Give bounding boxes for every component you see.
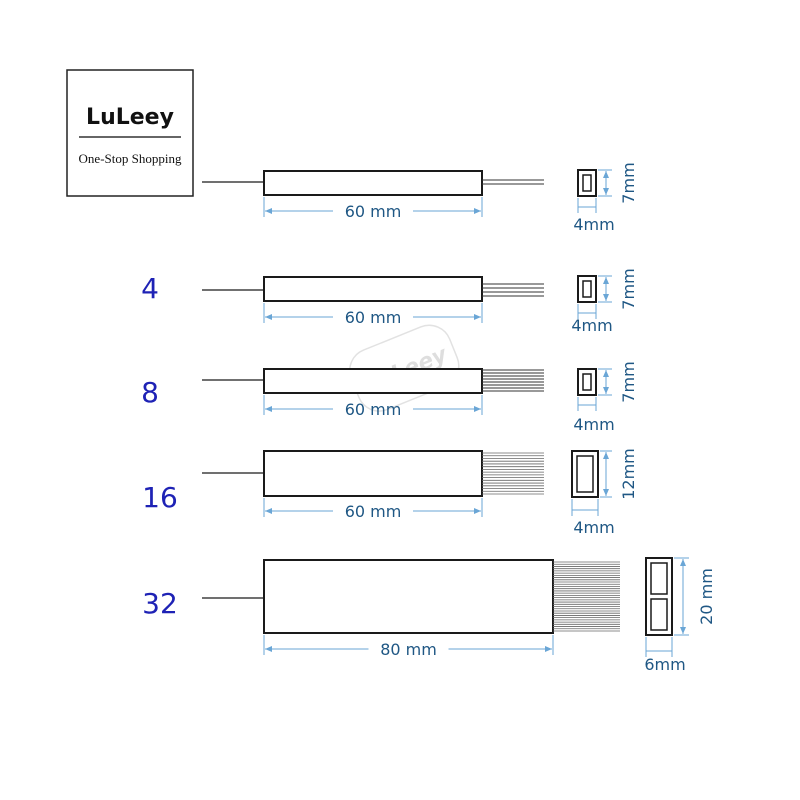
cross-section-cavity [582, 280, 592, 298]
splitter-body [263, 450, 483, 497]
height-dimension-text: 7mm [619, 268, 638, 309]
output-fibers [482, 369, 544, 392]
cross-section-cavity [650, 598, 668, 631]
cross-section-cavity [650, 562, 668, 595]
output-fibers [482, 452, 544, 495]
splitter-row-1: 60 mm 7mm 4mm [202, 162, 638, 234]
cross-section-outline [577, 169, 597, 197]
width-dimension-text: 4mm [573, 518, 614, 537]
cross-section-outline [645, 557, 673, 636]
cross-section-cavity [582, 174, 592, 192]
logo-frame [66, 69, 194, 197]
width-dimension-text: 4mm [571, 316, 612, 335]
splitter-body [263, 170, 483, 196]
split-count-label: 8 [141, 376, 159, 409]
cross-section-outline [577, 275, 597, 303]
height-dimension-text: 7mm [619, 361, 638, 402]
cross-section-cavity [582, 373, 592, 391]
brand-name: LuLeey [86, 105, 174, 130]
length-dimension-text: 60 mm [345, 308, 402, 327]
split-count-label: 16 [142, 481, 178, 514]
brand-tagline: One-Stop Shopping [79, 151, 182, 166]
splitter-rows: 60 mm 7mm 4mm 4 60 mm 7mm 4mm 8 60 mm 7mm 4mm 16 60 … [141, 162, 716, 674]
splitter-row-3: 8 60 mm 7mm 4mm [141, 361, 638, 434]
splitter-row-5: 32 80 mm 20 mm 6mm [142, 557, 716, 674]
splitter-body [263, 559, 554, 634]
output-fibers [482, 283, 544, 297]
width-dimension-text: 4mm [573, 415, 614, 434]
split-count-label: 4 [141, 272, 159, 305]
cross-section-outline [577, 368, 597, 396]
split-count-label: 32 [142, 587, 178, 620]
length-dimension-text: 60 mm [345, 202, 402, 221]
cross-section [577, 368, 597, 396]
cross-section [577, 169, 597, 197]
cross-section-outline [571, 450, 599, 498]
length-dimension-text: 80 mm [380, 640, 437, 659]
cross-section [577, 275, 597, 303]
cross-section [571, 450, 599, 498]
splitter-row-4: 16 60 mm 12mm 4mm [142, 448, 638, 537]
length-dimension-text: 60 mm [345, 400, 402, 419]
height-dimension-text: 12mm [619, 448, 638, 500]
height-dimension-text: 20 mm [697, 568, 716, 625]
width-dimension-text: 4mm [573, 215, 614, 234]
width-dimension-text: 6mm [644, 655, 685, 674]
brand-logo: LuLeey One-Stop Shopping [66, 69, 194, 197]
length-dimension-text: 60 mm [345, 502, 402, 521]
cross-section [645, 557, 673, 636]
cross-section-cavity [576, 455, 594, 493]
splitter-body [263, 276, 483, 302]
output-fibers [482, 179, 544, 185]
height-dimension-text: 7mm [619, 162, 638, 203]
splitter-body [263, 368, 483, 394]
splitter-row-2: 4 60 mm 7mm 4mm [141, 268, 638, 335]
output-fibers [553, 561, 620, 632]
